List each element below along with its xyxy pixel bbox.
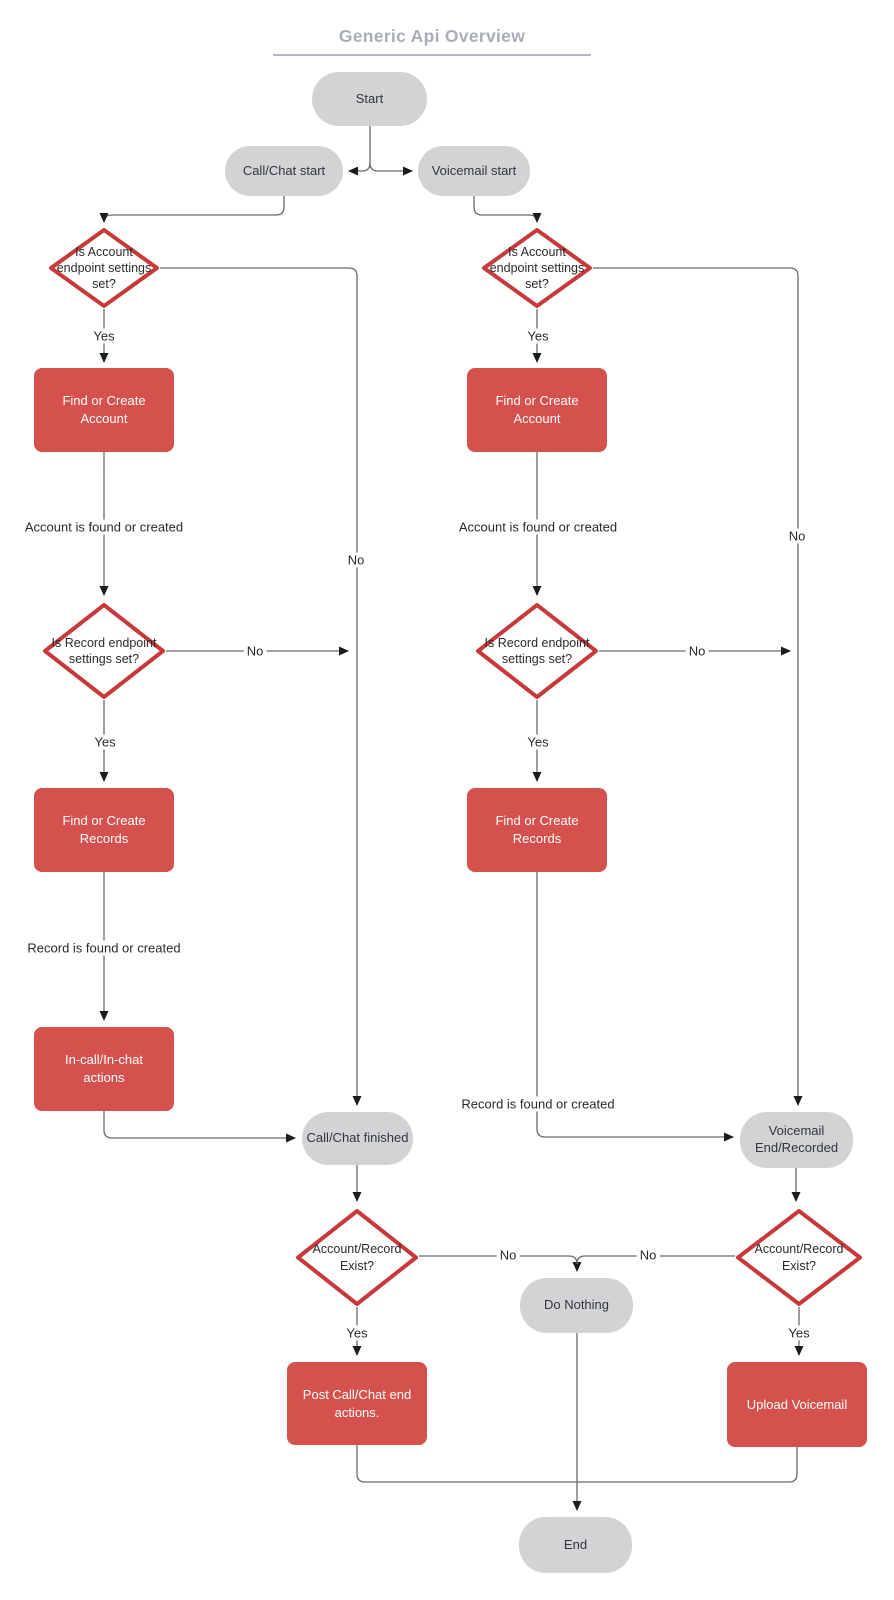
diamond-shape xyxy=(482,228,592,308)
edge-label-no-record-vm: No xyxy=(685,643,709,659)
edge-post-actions-to-end xyxy=(356,1445,577,1483)
diamond-shape xyxy=(296,1209,418,1306)
edge-label-yes-account-vm: Yes xyxy=(524,328,552,344)
node-dec-account-vm: Is Account endpoint settings set? xyxy=(481,227,593,309)
node-voicemail-start-label: Voicemail start xyxy=(431,162,517,178)
edge-label-yes-account-call: Yes xyxy=(90,328,118,344)
edge-start-to-voicemail-start xyxy=(369,162,413,176)
node-find-account-call: Find or Create Account xyxy=(34,368,174,452)
node-voicemail-start: Voicemail start xyxy=(418,146,530,196)
node-voicemail-end: Voicemail End/Recorded xyxy=(740,1112,853,1168)
node-find-records-vm-label: Find or Create Records xyxy=(495,813,579,846)
edge-label-acct-found-call: Account is found or created xyxy=(21,519,187,535)
edge-callchat-start-to-dec-account xyxy=(99,196,285,223)
node-callchat-start: Call/Chat start xyxy=(225,146,343,196)
node-start-label: Start xyxy=(355,90,384,106)
diagram-title: Generic Api Overview xyxy=(273,26,591,56)
edge-incall-to-callchat-finished xyxy=(103,1111,296,1143)
node-find-account-vm-label: Find or Create Account xyxy=(495,393,579,426)
node-dec-exist-vm: Account/Record Exist? xyxy=(735,1208,863,1307)
node-dec-record-vm: Is Record endpoint settings set? xyxy=(475,602,599,700)
node-callchat-start-label: Call/Chat start xyxy=(242,162,326,178)
node-start: Start xyxy=(312,72,427,126)
diamond-shape xyxy=(43,603,165,699)
edge-start-to-callchat-start xyxy=(348,126,371,176)
edge-no-dec-exist-vm xyxy=(576,1255,735,1265)
node-dec-account-call: Is Account endpoint settings set? xyxy=(48,227,160,309)
node-dec-exist-vm-label: Account/Record Exist? xyxy=(754,1242,844,1273)
node-post-call-actions-label: Post Call/Chat end actions. xyxy=(302,1386,412,1420)
edge-label-rec-found-call: Record is found or created xyxy=(24,940,184,956)
node-incall-actions: In-call/In-chat actions xyxy=(34,1027,174,1111)
node-dec-record-vm-label: Is Record endpoint settings set? xyxy=(484,635,590,666)
edge-label-no-account-vm: No xyxy=(785,528,809,544)
edge-voicemail-start-to-dec-account xyxy=(473,196,542,223)
edge-label-acct-found-vm: Account is found or created xyxy=(455,519,621,535)
diamond-shape xyxy=(476,603,598,699)
edge-label-no-exist-vm: No xyxy=(636,1247,660,1263)
node-find-account-vm: Find or Create Account xyxy=(467,368,607,452)
node-do-nothing: Do Nothing xyxy=(520,1278,633,1333)
edge-label-no-record-call: No xyxy=(243,643,267,659)
node-upload-voicemail-label: Upload Voicemail xyxy=(746,1396,848,1412)
node-dec-record-call: Is Record endpoint settings set? xyxy=(42,602,166,700)
node-find-account-call-label: Find or Create Account xyxy=(62,393,146,426)
node-find-records-call-label: Find or Create Records xyxy=(62,813,146,846)
node-do-nothing-label: Do Nothing xyxy=(543,1297,610,1313)
edge-no-dec-account-vm xyxy=(593,267,803,1106)
edge-no-dec-account-call xyxy=(160,267,362,1106)
diamond-shape xyxy=(736,1209,862,1306)
node-dec-account-vm-label: Is Account endpoint settings set? xyxy=(489,244,585,292)
edge-label-no-account-call: No xyxy=(344,552,368,568)
node-dec-exist-call: Account/Record Exist? xyxy=(295,1208,419,1307)
node-callchat-finished-label: Call/Chat finished xyxy=(306,1130,409,1146)
edge-label-no-exist-call: No xyxy=(496,1247,520,1263)
edge-label-yes-record-vm: Yes xyxy=(524,734,552,750)
edge-label-yes-record-call: Yes xyxy=(91,734,119,750)
node-post-call-actions: Post Call/Chat end actions. xyxy=(287,1362,427,1445)
node-dec-record-call-label: Is Record endpoint settings set? xyxy=(51,635,157,666)
node-end-label: End xyxy=(563,1536,588,1552)
node-dec-exist-call-label: Account/Record Exist? xyxy=(312,1242,402,1273)
node-find-records-vm: Find or Create Records xyxy=(467,788,607,872)
node-dec-account-call-label: Is Account endpoint settings set? xyxy=(56,244,152,292)
node-find-records-call: Find or Create Records xyxy=(34,788,174,872)
node-upload-voicemail: Upload Voicemail xyxy=(727,1362,867,1447)
edge-label-yes-exist-vm: Yes xyxy=(785,1325,813,1341)
edge-upload-voicemail-to-end xyxy=(577,1447,798,1483)
node-voicemail-end-label: Voicemail End/Recorded xyxy=(754,1123,839,1155)
edge-label-yes-exist-call: Yes xyxy=(343,1325,371,1341)
edge-find-records-vm-to-voicemail-end xyxy=(536,872,734,1142)
node-incall-actions-label: In-call/In-chat actions xyxy=(64,1052,144,1085)
edge-label-rec-found-vm: Record is found or created xyxy=(458,1096,618,1112)
node-end: End xyxy=(519,1517,632,1573)
node-callchat-finished: Call/Chat finished xyxy=(302,1112,413,1165)
diamond-shape xyxy=(49,228,159,308)
